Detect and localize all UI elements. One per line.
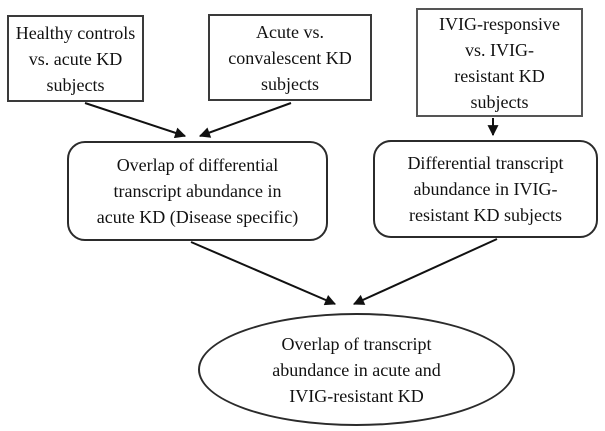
edge-healthy-to-overlap-acute bbox=[84, 102, 187, 139]
node-overlap-acute-and-ivig-resistant: Overlap of transcript abundance in acute… bbox=[198, 313, 515, 426]
node-overlap-differential-acute-kd: Overlap of differential transcript abund… bbox=[67, 141, 328, 241]
node-acute-vs-convalescent-kd: Acute vs. convalescent KD subjects bbox=[208, 14, 372, 101]
node-ivig-responsive-vs-resistant: IVIG-responsive vs. IVIG- resistant KD s… bbox=[416, 8, 583, 117]
edge-overlap-acute-to-final bbox=[190, 241, 337, 306]
edge-diff-ivig-to-final bbox=[352, 238, 498, 305]
node-differential-ivig-resistant: Differential transcript abundance in IVI… bbox=[373, 140, 598, 238]
node-healthy-controls-vs-acute-kd: Healthy controls vs. acute KD subjects bbox=[7, 15, 144, 102]
edge-acuteconv-to-overlap-acute bbox=[198, 102, 292, 138]
